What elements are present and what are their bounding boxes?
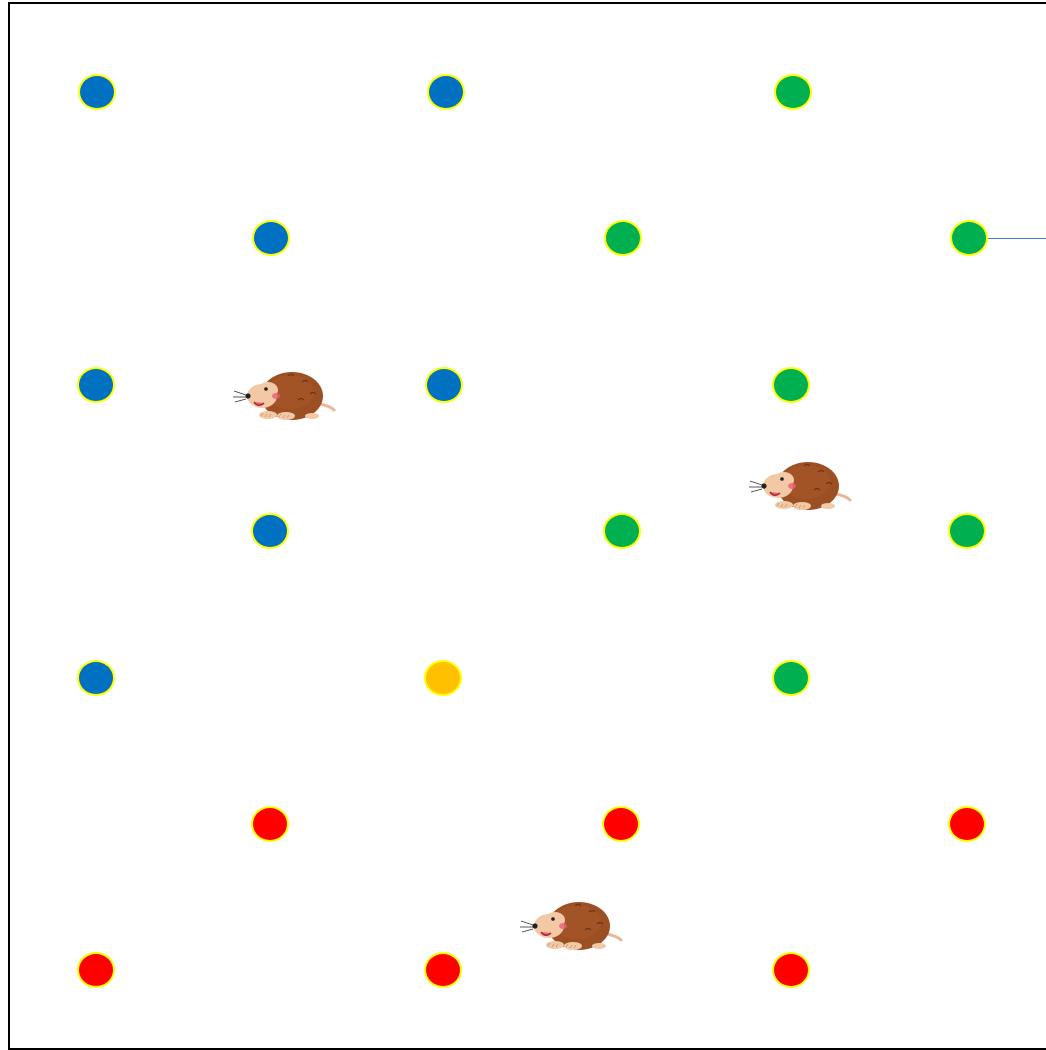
red-hole[interactable] xyxy=(77,952,115,988)
blue-hole[interactable] xyxy=(427,74,465,110)
mole-icon[interactable] xyxy=(744,452,854,512)
mole-icon[interactable] xyxy=(228,362,338,422)
game-board xyxy=(8,2,1046,1050)
blue-hole[interactable] xyxy=(78,74,116,110)
blue-hole[interactable] xyxy=(251,513,289,549)
connector-line xyxy=(988,238,1046,239)
green-hole[interactable] xyxy=(948,513,986,549)
green-hole[interactable] xyxy=(774,74,812,110)
blue-hole[interactable] xyxy=(252,220,290,256)
red-hole[interactable] xyxy=(602,806,640,842)
red-hole[interactable] xyxy=(424,952,462,988)
orange-hole[interactable] xyxy=(424,660,462,696)
green-hole[interactable] xyxy=(603,513,641,549)
red-hole[interactable] xyxy=(251,806,289,842)
red-hole[interactable] xyxy=(948,806,986,842)
green-hole[interactable] xyxy=(772,367,810,403)
mole-icon[interactable] xyxy=(515,892,625,952)
green-hole[interactable] xyxy=(772,660,810,696)
blue-hole[interactable] xyxy=(425,367,463,403)
blue-hole[interactable] xyxy=(77,367,115,403)
blue-hole[interactable] xyxy=(77,660,115,696)
green-hole[interactable] xyxy=(604,220,642,256)
green-hole[interactable] xyxy=(950,220,988,256)
red-hole[interactable] xyxy=(772,952,810,988)
